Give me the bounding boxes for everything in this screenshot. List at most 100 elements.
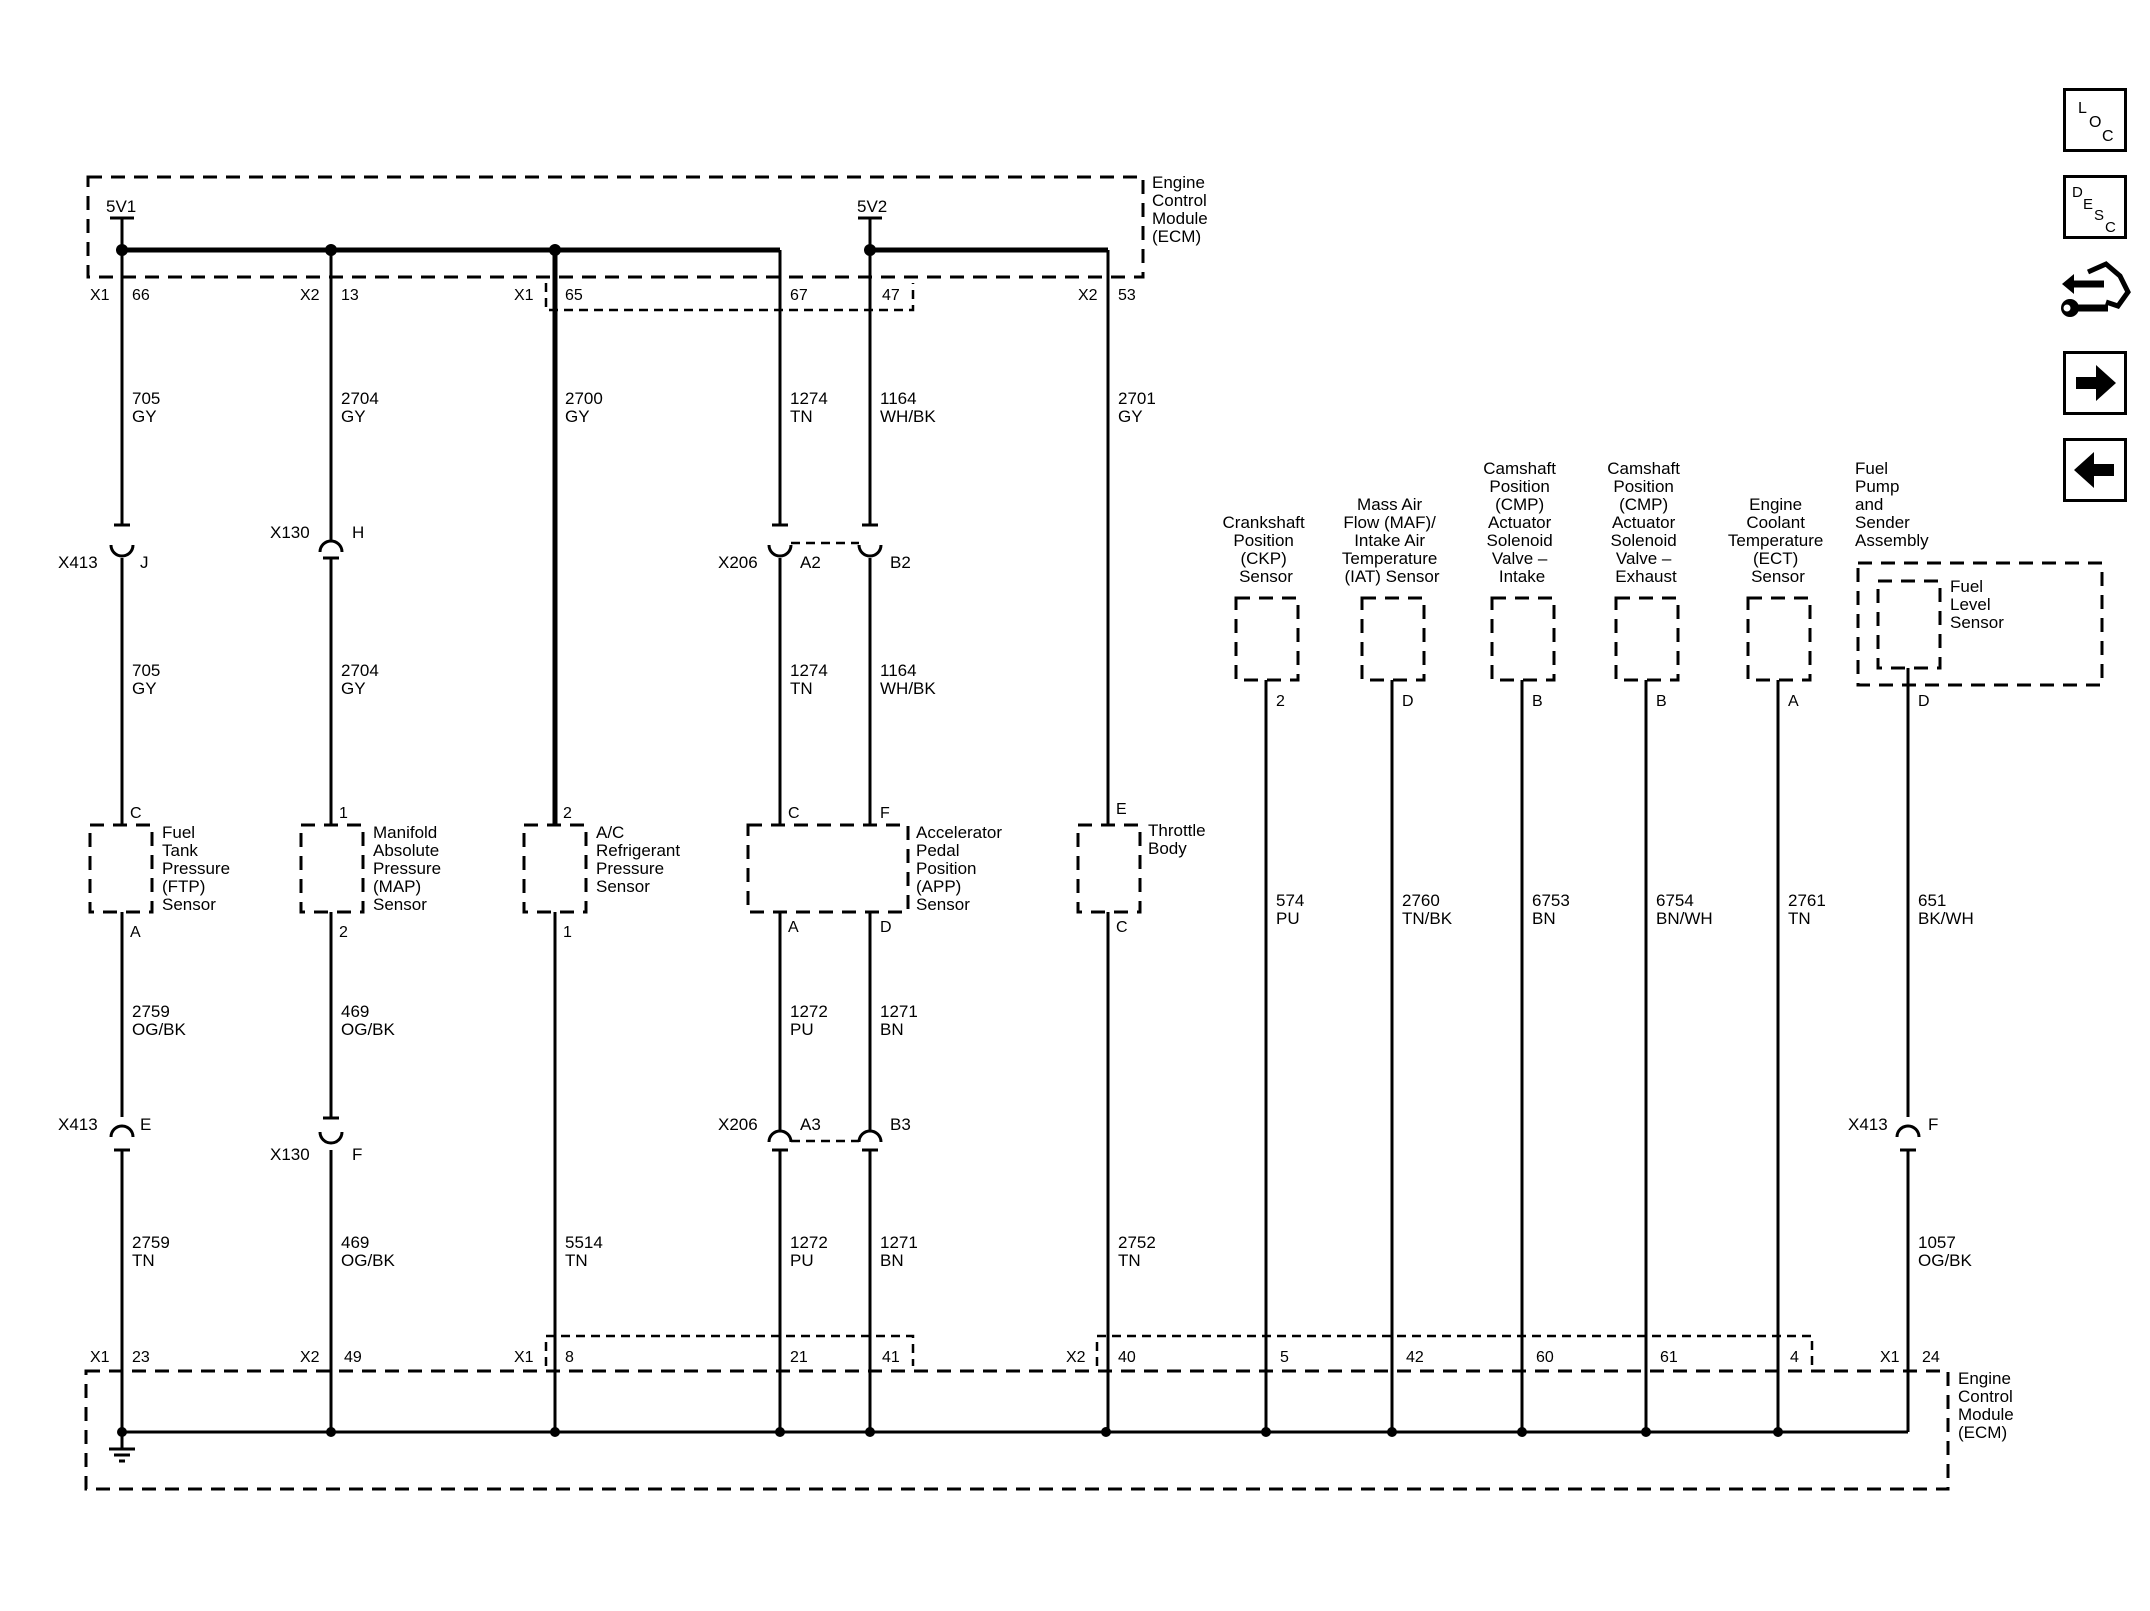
ecm-bottom-connector: X2 bbox=[300, 1349, 320, 1366]
circuit-number: 705 bbox=[132, 661, 160, 680]
sensor-label-line: Fuel bbox=[1950, 577, 1983, 596]
assembly-label-line: Sender bbox=[1855, 513, 1910, 532]
ecm-top-label-line: Module bbox=[1152, 209, 1208, 228]
circuit-number: 1164 bbox=[880, 389, 917, 408]
sensor-label-line: Pressure bbox=[162, 859, 230, 878]
circuit-color: PU bbox=[790, 1251, 814, 1270]
sensor-label-line: Intake bbox=[1499, 567, 1545, 586]
circuit-color: BN bbox=[880, 1020, 904, 1039]
connector-x206-b3 bbox=[857, 1129, 883, 1152]
sensor-label: A/C Refrigerant Pressure Sensor bbox=[596, 823, 685, 896]
supply-5v2-label: 5V2 bbox=[857, 197, 887, 216]
ecm-bottom-label-line: Engine bbox=[1958, 1369, 2011, 1388]
sensor-label-line: A/C bbox=[596, 823, 624, 842]
ecm-bottom-label-line: (ECM) bbox=[1958, 1423, 2007, 1442]
connector-pin: B3 bbox=[890, 1115, 911, 1134]
circuit-color: TN bbox=[565, 1251, 588, 1270]
sensor-label-line: Mass Air bbox=[1357, 495, 1423, 514]
previous-page-button[interactable] bbox=[2063, 438, 2127, 502]
circuit-color: GY bbox=[565, 407, 590, 426]
circuit-color: GY bbox=[1118, 407, 1143, 426]
sensor-label-line: Coolant bbox=[1746, 513, 1805, 532]
circuit-number: 1274 bbox=[790, 389, 828, 408]
circuit-color: BK/WH bbox=[1918, 909, 1974, 928]
inline-connectors: X413 J X130 H X206 A2 B2 X413 E X130 F X… bbox=[58, 523, 1938, 1164]
ecm-top-connector: X2 bbox=[300, 287, 320, 304]
circuit-number: 2701 bbox=[1118, 389, 1156, 408]
ecm-bottom-pin: 23 bbox=[132, 1349, 150, 1366]
sensor-ckp: Crankshaft Position (CKP) Sensor 2 574 P… bbox=[1223, 513, 1310, 928]
circuit-color: OG/BK bbox=[1918, 1251, 1973, 1270]
sensor-pin: F bbox=[880, 805, 890, 822]
connector-pin: F bbox=[1928, 1115, 1938, 1134]
ecm-bottom-pin: 8 bbox=[565, 1349, 574, 1366]
ecm-bottom-module: Engine Control Module (ECM) X1 23 X2 49 … bbox=[84, 1334, 2014, 1491]
sensor-label-line: Position bbox=[1489, 477, 1549, 496]
sensor-label-line: Engine bbox=[1749, 495, 1802, 514]
sensor-label-line: Pedal bbox=[916, 841, 959, 860]
circuit-color: PU bbox=[1276, 909, 1300, 928]
next-page-button[interactable] bbox=[2063, 351, 2127, 415]
sensor-label-line: Position bbox=[916, 859, 976, 878]
ecm-top-connector: X1 bbox=[514, 287, 534, 304]
sensor-label-line: Sensor bbox=[596, 877, 650, 896]
circuit-color: WH/BK bbox=[880, 407, 936, 426]
circuit-color: TN bbox=[1788, 909, 1811, 928]
sensor-label-line: Valve – bbox=[1492, 549, 1548, 568]
connector-name: X206 bbox=[718, 1115, 758, 1134]
ecm-bottom-connector: X1 bbox=[1880, 1349, 1900, 1366]
circuit-number: 1271 bbox=[880, 1002, 918, 1021]
desc-letter: D bbox=[2072, 184, 2083, 201]
sensor-map: 1 2 Manifold Absolute Pressure (MAP) Sen… bbox=[299, 805, 446, 941]
circuit-number: 2752 bbox=[1118, 1233, 1156, 1252]
ecm-bottom-label-line: Module bbox=[1958, 1405, 2014, 1424]
sensor-app: C F A D Accelerator Pedal Position (APP)… bbox=[746, 805, 1002, 936]
wrench-connector-icon bbox=[2061, 261, 2131, 317]
circuit-number: 6753 bbox=[1532, 891, 1570, 910]
circuit-number: 651 bbox=[1918, 891, 1946, 910]
sensor-label-line: (FTP) bbox=[162, 877, 205, 896]
sensor-label-line: Camshaft bbox=[1607, 459, 1680, 478]
sensor-label: Manifold Absolute Pressure (MAP) Sensor bbox=[373, 823, 446, 914]
sensor-label: Crankshaft Position (CKP) Sensor bbox=[1223, 513, 1310, 586]
ecm-top-connector: X1 bbox=[90, 287, 110, 304]
sensor-pin: 1 bbox=[563, 924, 572, 941]
sensor-label-line: Crankshaft bbox=[1223, 513, 1305, 532]
ecm-top-pin: 66 bbox=[132, 287, 150, 304]
sensor-pin: 2 bbox=[339, 924, 348, 941]
circuit-number: 1274 bbox=[790, 661, 828, 680]
circuit-number: 1272 bbox=[790, 1002, 828, 1021]
connector-x413-j bbox=[109, 523, 135, 558]
connector-repair-button[interactable] bbox=[2058, 256, 2132, 332]
circuit-color: OG/BK bbox=[132, 1020, 187, 1039]
connector-pin: B2 bbox=[890, 553, 911, 572]
location-button[interactable]: L O C bbox=[2063, 88, 2127, 152]
sensor-label: Camshaft Position (CMP) Actuator Solenoi… bbox=[1607, 459, 1684, 586]
loc-letter: O bbox=[2089, 114, 2101, 131]
sensor-label-line: Flow (MAF)/ bbox=[1343, 513, 1436, 532]
ecm-top-label-line: Control bbox=[1152, 191, 1207, 210]
circuit-color: TN/BK bbox=[1402, 909, 1453, 928]
sensor-label-line: (IAT) Sensor bbox=[1344, 567, 1439, 586]
ecm-bottom-connector: X1 bbox=[90, 1349, 110, 1366]
circuit-number: 469 bbox=[341, 1002, 369, 1021]
description-button[interactable]: D E S C bbox=[2063, 175, 2127, 239]
sensor-pin: E bbox=[1116, 801, 1127, 818]
circuit-number: 5514 bbox=[565, 1233, 603, 1252]
sensor-label-line: Sensor bbox=[1239, 567, 1293, 586]
sensor-label-line: Refrigerant bbox=[596, 841, 680, 860]
sensor-label-line: Sensor bbox=[162, 895, 216, 914]
sensor-label-line: Temperature bbox=[1728, 531, 1823, 550]
circuit-color: GY bbox=[341, 407, 366, 426]
desc-letter: S bbox=[2094, 207, 2104, 224]
sensor-label: Camshaft Position (CMP) Actuator Solenoi… bbox=[1483, 459, 1560, 586]
circuit-color: OG/BK bbox=[341, 1251, 396, 1270]
sensor-label-line: Sensor bbox=[916, 895, 970, 914]
sensor-label-line: (CMP) bbox=[1619, 495, 1668, 514]
connector-pin: F bbox=[352, 1145, 362, 1164]
sensor-label-line: Absolute bbox=[373, 841, 439, 860]
assembly-label: Fuel Pump and Sender Assembly bbox=[1855, 459, 1929, 550]
ecm-bottom-connector: X1 bbox=[514, 1349, 534, 1366]
sensor-label-line: Tank bbox=[162, 841, 198, 860]
desc-letter: E bbox=[2083, 196, 2093, 213]
